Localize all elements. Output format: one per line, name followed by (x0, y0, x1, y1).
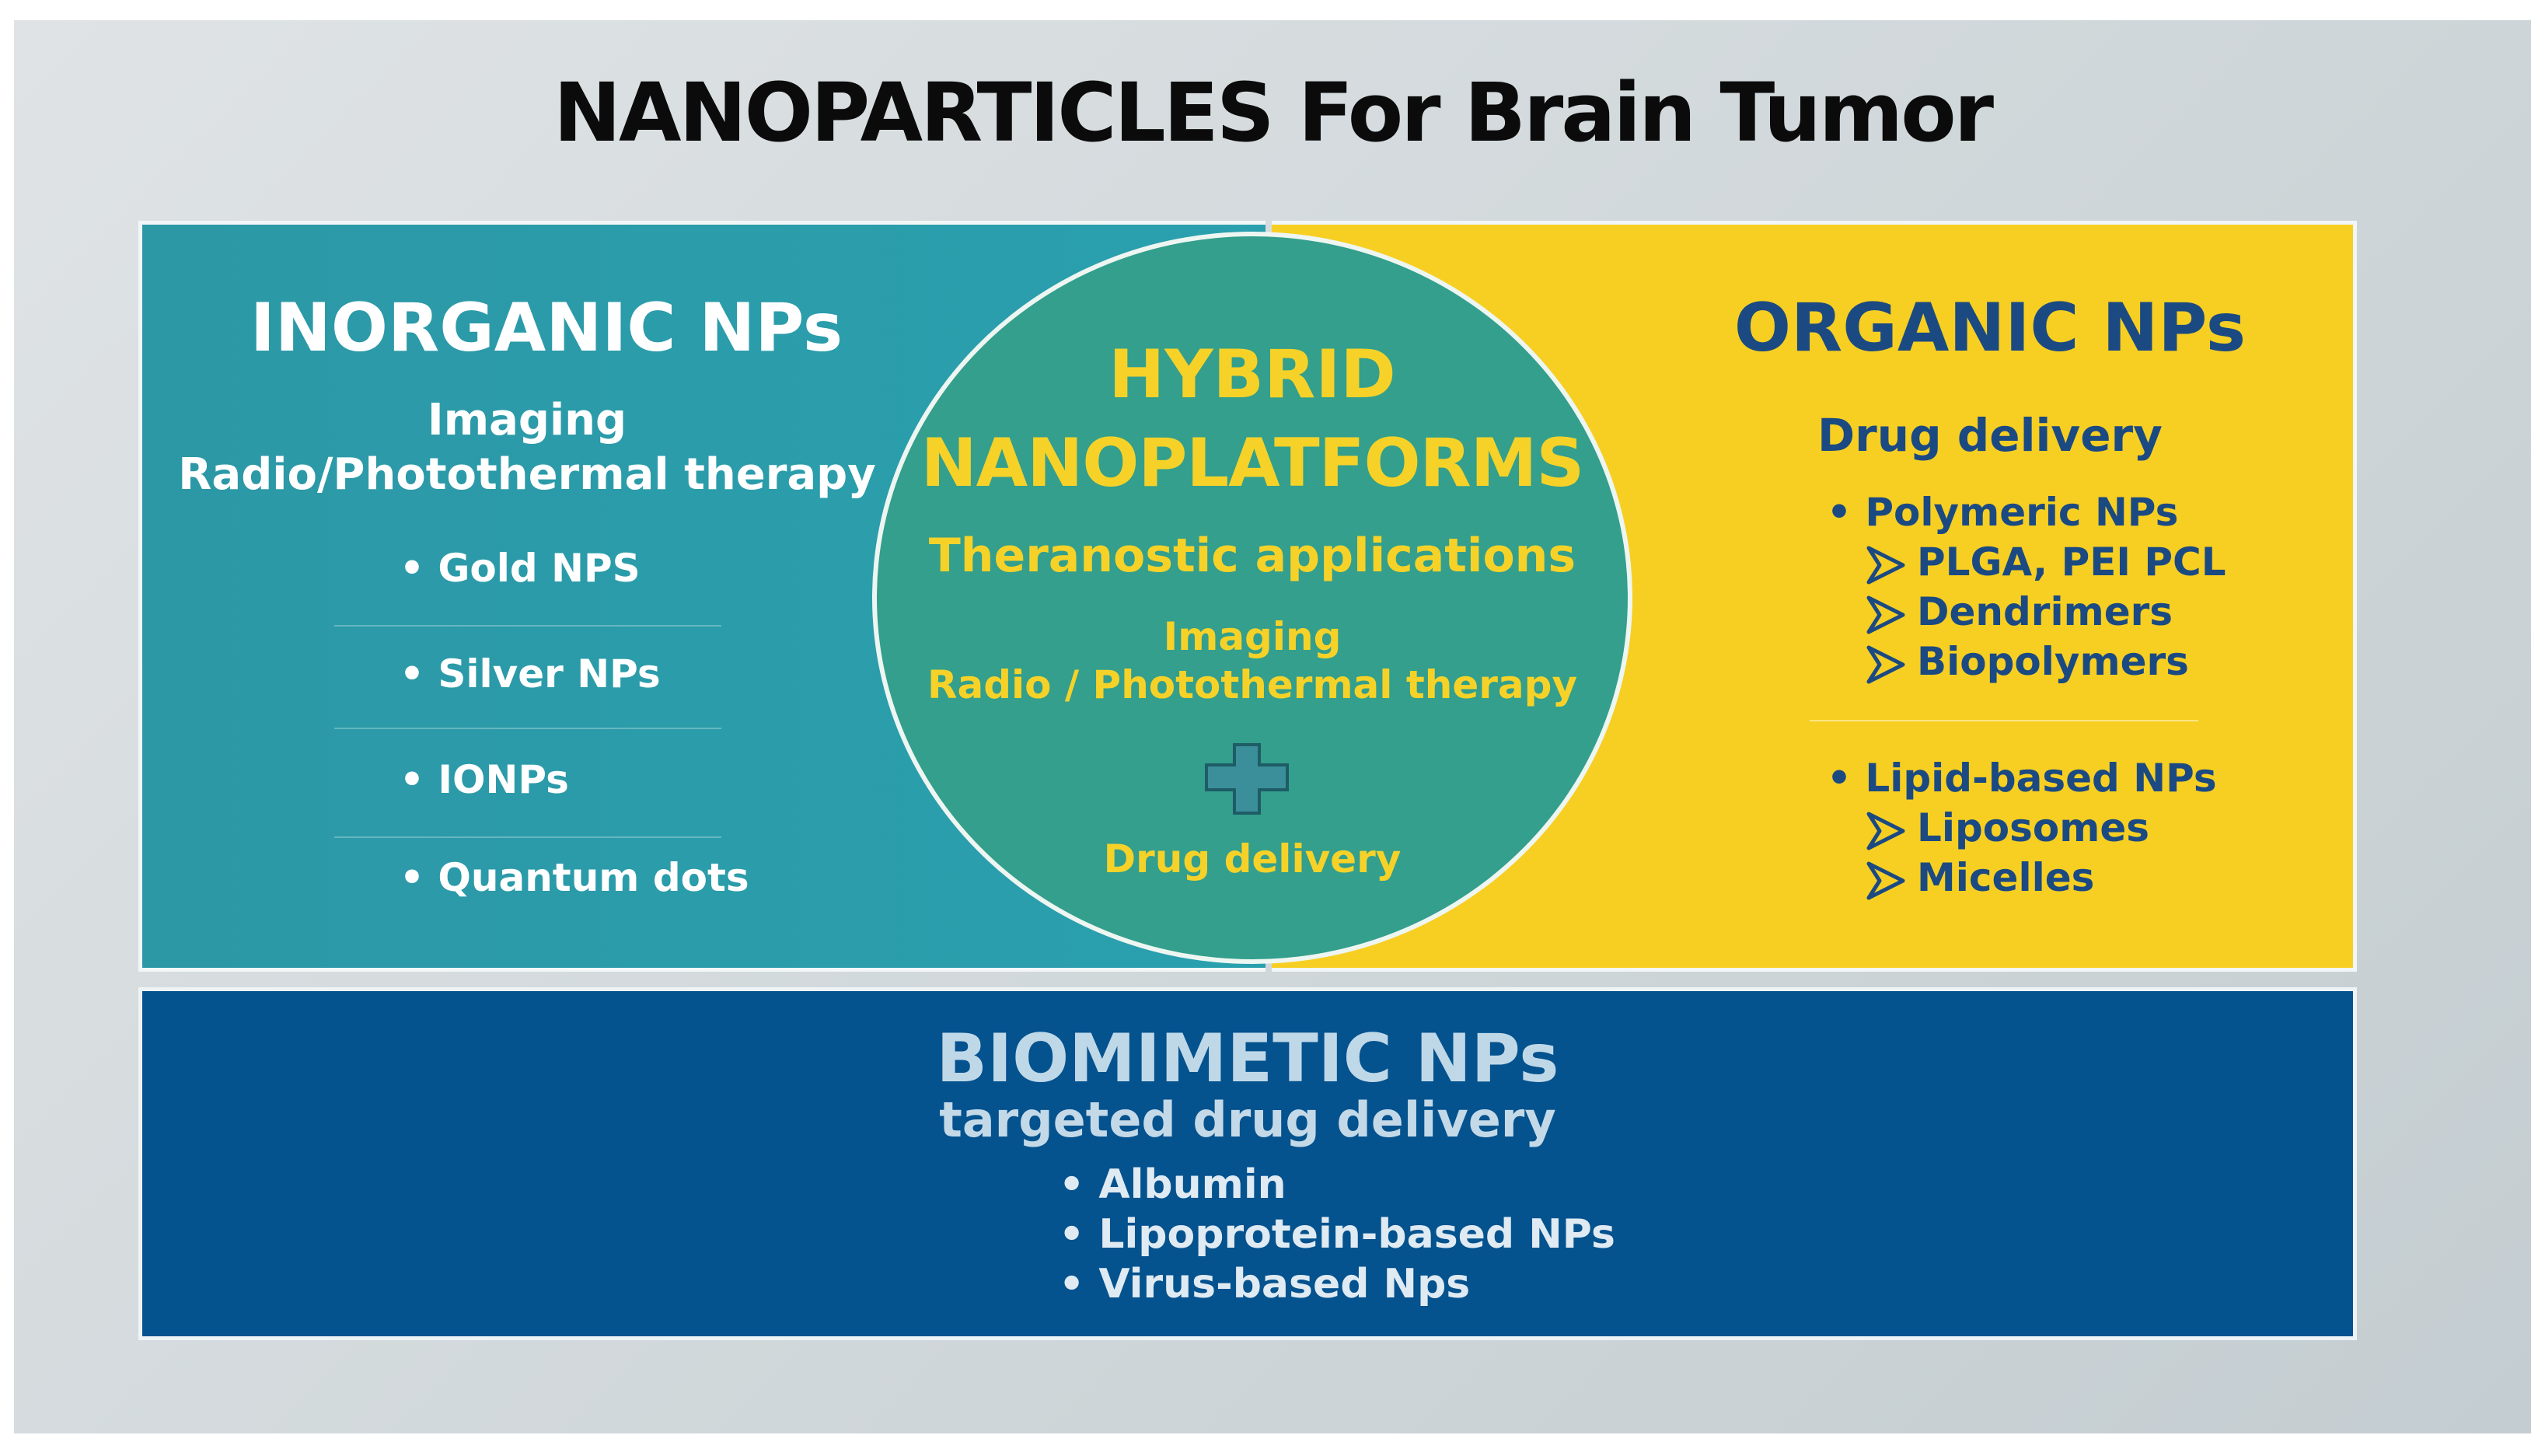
arrowhead-icon (1866, 812, 1905, 850)
arrowhead-icon (1866, 861, 1905, 899)
organic-group-label: Polymeric NPs (1865, 490, 2179, 535)
organic-heading: ORGANIC NPs (1733, 289, 2247, 367)
inorganic-list-item: • Quantum dots (400, 855, 749, 900)
inorganic-heading: INORGANIC NPs (250, 289, 843, 367)
biomimetic-subtitle: targeted drug delivery (939, 1091, 1556, 1148)
organic-sub-item-label: Biopolymers (1917, 639, 2189, 684)
biomimetic-list-item: • Lipoprotein-based NPs (1059, 1211, 1615, 1258)
inorganic-divider (334, 836, 721, 838)
organic-sub-item: Liposomes (1866, 805, 2149, 851)
hybrid-line-therapy: Radio / Photothermal therapy (927, 662, 1578, 707)
organic-subtitle: Drug delivery (1817, 409, 2163, 462)
biomimetic-heading: BIOMIMETIC NPs (936, 1020, 1559, 1098)
arrowhead-icon (1866, 645, 1905, 683)
organic-sub-item-label: Dendrimers (1917, 589, 2173, 634)
biomimetic-list-item: • Albumin (1059, 1161, 1286, 1208)
inorganic-list-item: • IONPs (400, 757, 569, 802)
organic-group-lipid: • Lipid-based NPs (1827, 756, 2217, 801)
organic-sub-item: Biopolymers (1866, 639, 2189, 685)
arrowhead-icon (1866, 546, 1905, 584)
organic-sub-item: PLGA, PEI PCL (1866, 539, 2226, 585)
hybrid-ellipse (872, 232, 1632, 964)
organic-sub-item: Dendrimers (1866, 589, 2173, 635)
organic-divider (1810, 720, 2198, 721)
inorganic-divider (334, 728, 721, 729)
biomimetic-section (138, 987, 2357, 1340)
inorganic-subtitle-therapy: Radio/Photothermal therapy (178, 449, 876, 500)
organic-group-label: Lipid-based NPs (1865, 756, 2217, 801)
inorganic-subtitle-imaging: Imaging (427, 395, 627, 445)
hybrid-heading-2: NANOPLATFORMS (920, 424, 1585, 502)
hybrid-heading-1: HYBRID (1108, 336, 1396, 414)
inorganic-list-item: • Gold NPS (400, 546, 641, 591)
arrowhead-icon (1866, 595, 1905, 634)
page-title: NANOPARTICLES For Brain Tumor (553, 65, 1994, 160)
organic-group-polymeric: • Polymeric NPs (1827, 490, 2179, 535)
biomimetic-list-item: • Virus-based Nps (1059, 1261, 1471, 1308)
inorganic-item-label: IONPs (438, 757, 569, 802)
inorganic-item-label: Silver NPs (438, 651, 661, 697)
biomimetic-item-label: Virus-based Nps (1098, 1261, 1471, 1308)
hybrid-line-drug-delivery: Drug delivery (1103, 836, 1402, 882)
hybrid-line-imaging: Imaging (1163, 614, 1342, 659)
organic-sub-item: Micelles (1866, 855, 2094, 901)
hybrid-subtitle: Theranostic applications (928, 529, 1576, 583)
biomimetic-item-label: Albumin (1098, 1161, 1286, 1208)
organic-sub-item-label: Liposomes (1917, 805, 2150, 850)
inorganic-list-item: • Silver NPs (400, 651, 661, 697)
plus-icon (1205, 743, 1289, 815)
inorganic-item-label: Gold NPS (438, 546, 641, 591)
inorganic-item-label: Quantum dots (438, 855, 749, 900)
inorganic-divider (334, 625, 721, 627)
organic-sub-item-label: Micelles (1917, 855, 2095, 900)
organic-sub-item-label: PLGA, PEI PCL (1917, 539, 2226, 585)
biomimetic-item-label: Lipoprotein-based NPs (1098, 1211, 1615, 1258)
